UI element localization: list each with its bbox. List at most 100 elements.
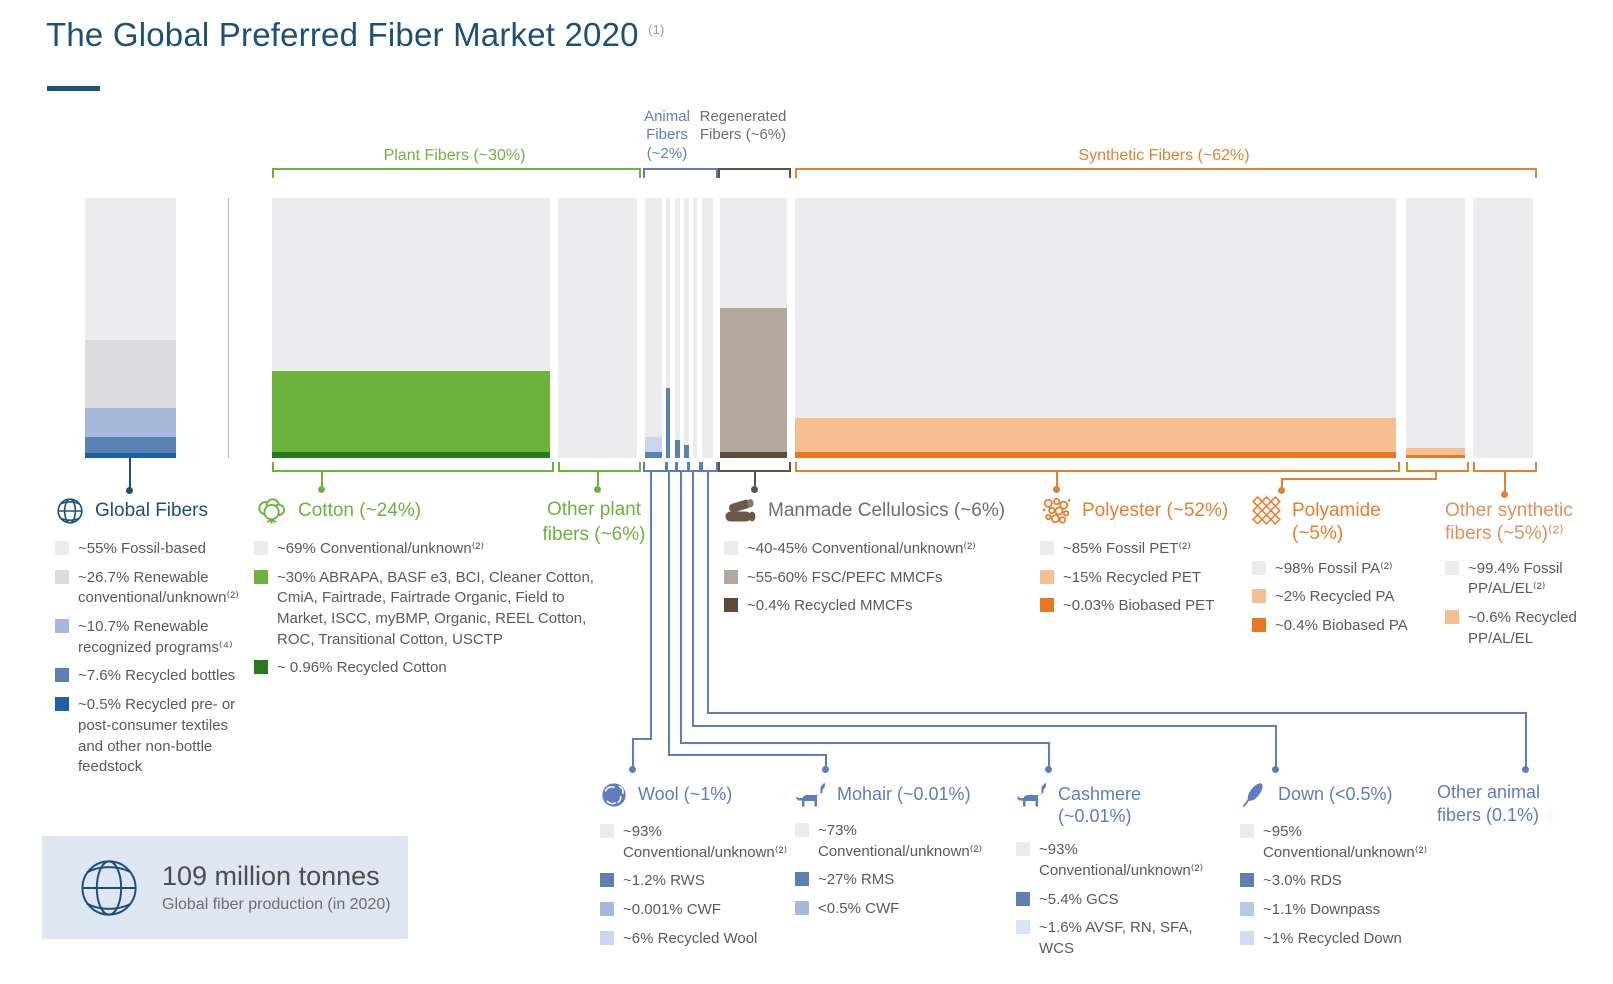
- wool-connector-line-v1: [650, 470, 652, 740]
- polyester-legend-items: ~85% Fossil PET⁽²⁾ ~15% Recycled PET ~0.…: [1040, 539, 1240, 617]
- legend-title-label: Polyester (~52%): [1082, 500, 1229, 521]
- legend-title-label: Other synthetic fibers (~5%)⁽²⁾: [1445, 500, 1573, 544]
- mohair-legend-items: ~73% Conventional/unknown⁽²⁾ ~27% RMS <0…: [795, 821, 985, 920]
- legend-item: ~55-60% FSC/PEFC MMCFs: [724, 568, 1014, 589]
- other-synthetic-legend: Other synthetic fibers (~5%)⁽²⁾ ~99.4% F…: [1445, 500, 1590, 649]
- cashmere-legend: Cashmere (~0.01%) ~93% Conventional/unkn…: [1016, 781, 1216, 960]
- segment-fossil-pp-al-el: [1473, 198, 1533, 458]
- legend-swatch: [1240, 824, 1254, 838]
- legend-item: ~73% Conventional/unknown⁽²⁾: [795, 821, 985, 862]
- legend-item-label: ~73% Conventional/unknown⁽²⁾: [818, 822, 983, 860]
- other-synthetic-legend-title: Other synthetic fibers (~5%)⁽²⁾: [1445, 500, 1590, 546]
- animal-fibers-bracket: [643, 168, 718, 178]
- segment-wool-rws: [645, 452, 662, 458]
- legend-item-label: ~0.001% CWF: [623, 901, 721, 919]
- polyester-legend: Polyester (~52%) ~85% Fossil PET⁽²⁾ ~15%…: [1040, 496, 1240, 617]
- legend-item: ~3.0% RDS: [1240, 871, 1415, 892]
- goat-icon: [1016, 781, 1048, 808]
- legend-item-label: ~40-45% Conventional/unknown⁽²⁾: [747, 540, 976, 557]
- polyamide-connector-dot: [1278, 487, 1285, 494]
- bar-wool: [645, 198, 662, 458]
- legend-item: ~0.4% Recycled MMCFs: [724, 596, 1014, 617]
- legend-swatch: [254, 541, 268, 555]
- legend-title-label: Wool (~1%): [638, 784, 733, 804]
- legend-swatch: [724, 541, 738, 555]
- production-text: 109 million tonnes Global fiber producti…: [162, 861, 391, 914]
- bar-manmade-cellulosics: [720, 198, 787, 458]
- cotton-connector-line: [321, 470, 323, 486]
- polyamide-connector-line-v2: [1281, 478, 1283, 488]
- global-fibers-legend-title: Global Fibers: [55, 496, 255, 526]
- regenerated-fibers-bracket: [718, 168, 791, 178]
- legend-item-label: ~0.03% Biobased PET: [1063, 597, 1215, 615]
- group-label-regenerated: Regenerated Fibers (~6%): [699, 108, 787, 144]
- mohair-legend: Mohair (~0.01%) ~73% Conventional/unknow…: [795, 781, 985, 920]
- bar-global-fibers: [85, 198, 176, 458]
- legend-item: ~69% Conventional/unknown⁽²⁾: [254, 539, 606, 560]
- legend-title-label: Mohair (~0.01%): [837, 784, 971, 804]
- legend-item-label: ~98% Fossil PA⁽²⁾: [1275, 559, 1393, 577]
- legend-item-label: ~1% Recycled Down: [1263, 929, 1402, 947]
- global-chart-divider: [228, 198, 229, 458]
- mmcf-connector-line: [754, 470, 756, 486]
- legend-title-label: Cashmere (~0.01%): [1058, 784, 1142, 826]
- legend-item-label: ~95% Conventional/unknown⁽²⁾: [1263, 823, 1428, 861]
- legend-swatch: [795, 872, 809, 887]
- legend-swatch: [1252, 560, 1266, 575]
- segment-wool-conventional: [645, 198, 662, 437]
- legend-item: ~93% Conventional/unknown⁽²⁾: [1016, 840, 1216, 881]
- segment-recycled-bottles: [85, 437, 176, 453]
- other-animal-bottom-bracket: [701, 462, 718, 472]
- legend-item: ~26.7% Renewable conventional/unknown⁽²⁾: [55, 568, 255, 609]
- segment-mohair-conventional: [666, 198, 670, 388]
- other-animal-fibers-label: Other animal fibers (0.1%): [1437, 782, 1541, 826]
- global-connector-line: [129, 458, 131, 488]
- polyester-connector-dot: [1053, 486, 1060, 493]
- cashmere-connector-line-v2: [1048, 742, 1050, 768]
- other-animal-connector-line-v1: [707, 470, 709, 714]
- legend-swatch: [1252, 617, 1266, 632]
- legend-swatch: [1445, 560, 1459, 575]
- cashmere-connector-dot: [1045, 766, 1052, 773]
- polyester-legend-title: Polyester (~52%): [1040, 496, 1240, 526]
- down-connector-dot: [1272, 766, 1279, 773]
- cashmere-connector-line-h: [680, 742, 1050, 744]
- globe-icon: [78, 857, 140, 919]
- legend-item: ~1% Recycled Down: [1240, 929, 1415, 950]
- production-value: 109 million tonnes: [162, 861, 380, 891]
- synthetic-fibers-bracket: [795, 168, 1537, 178]
- cotton-connector-dot: [318, 486, 325, 493]
- wool-connector-line-v2: [632, 738, 634, 768]
- legend-item: ~98% Fossil PA⁽²⁾: [1252, 559, 1437, 580]
- legend-item: ~1.1% Downpass: [1240, 900, 1415, 921]
- bar-cotton: [272, 198, 550, 458]
- mesh-net-icon: [1252, 496, 1282, 526]
- title-underline-dash: [47, 86, 100, 91]
- segment-renewable-recognized: [85, 408, 176, 437]
- legend-swatch: [1252, 589, 1266, 604]
- down-bottom-bracket: [688, 462, 701, 472]
- production-info-box: 109 million tonnes Global fiber producti…: [42, 836, 408, 939]
- page-title-footnote: (1): [648, 22, 665, 37]
- legend-item: ~0.4% Biobased PA: [1252, 616, 1437, 637]
- bar-mohair: [666, 198, 670, 458]
- legend-item: ~2% Recycled PA: [1252, 587, 1437, 608]
- polyamide-connector-line-v1: [1435, 470, 1437, 480]
- plant-fibers-bracket: [272, 168, 641, 178]
- legend-item-label: ~93% Conventional/unknown⁽²⁾: [1039, 841, 1204, 879]
- legend-swatch: [1016, 891, 1030, 906]
- mmcf-connector-dot: [751, 486, 758, 493]
- segment-biobased-pa: [1406, 455, 1465, 458]
- legend-item: ~95% Conventional/unknown⁽²⁾: [1240, 822, 1427, 863]
- legend-item: <0.5% CWF: [795, 899, 985, 920]
- other-plant-bottom-bracket: [558, 462, 641, 472]
- wood-logs-icon: [724, 496, 758, 526]
- cashmere-connector-line-v1: [680, 470, 682, 744]
- legend-swatch: [795, 823, 809, 837]
- feather-icon: [1240, 781, 1268, 809]
- global-connector-dot: [126, 487, 133, 494]
- legend-title-label: Down (<0.5%): [1278, 784, 1393, 804]
- legend-swatch: [1016, 920, 1030, 935]
- manmade-legend-items: ~40-45% Conventional/unknown⁽²⁾ ~55-60% …: [724, 539, 1014, 617]
- cashmere-legend-items: ~93% Conventional/unknown⁽²⁾ ~5.4% GCS ~…: [1016, 840, 1216, 959]
